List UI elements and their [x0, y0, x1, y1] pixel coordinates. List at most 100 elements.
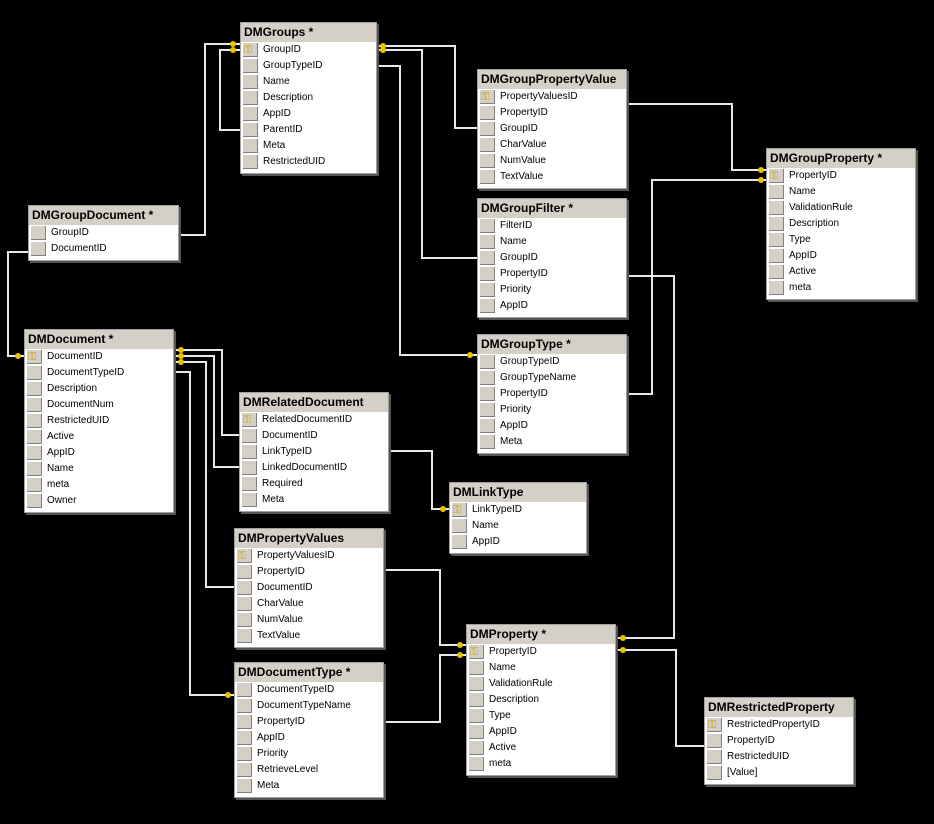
- row-selector[interactable]: [27, 366, 42, 380]
- row-selector[interactable]: [769, 185, 784, 199]
- table-title[interactable]: DMRelatedDocument: [240, 393, 388, 412]
- column-row[interactable]: Active: [467, 740, 615, 756]
- row-selector[interactable]: [480, 170, 495, 184]
- column-row[interactable]: RestrictedUID: [705, 749, 853, 765]
- row-selector[interactable]: [242, 445, 257, 459]
- column-row[interactable]: CharValue: [235, 596, 383, 612]
- row-selector[interactable]: [480, 90, 495, 104]
- column-row[interactable]: meta: [25, 477, 173, 493]
- column-row[interactable]: AppID: [467, 724, 615, 740]
- row-selector[interactable]: [243, 155, 258, 169]
- column-row[interactable]: NumValue: [235, 612, 383, 628]
- row-selector[interactable]: [480, 106, 495, 120]
- column-row[interactable]: DocumentTypeID: [25, 365, 173, 381]
- column-row[interactable]: Priority: [478, 282, 626, 298]
- column-row[interactable]: ParentID: [241, 122, 376, 138]
- row-selector[interactable]: [243, 59, 258, 73]
- column-row[interactable]: TextValue: [478, 169, 626, 185]
- column-row[interactable]: DocumentID: [235, 580, 383, 596]
- column-row[interactable]: Active: [25, 429, 173, 445]
- column-row[interactable]: Meta: [478, 434, 626, 450]
- table-title[interactable]: DMLinkType: [450, 483, 586, 502]
- column-row[interactable]: Required: [240, 476, 388, 492]
- column-row[interactable]: DocumentID: [240, 428, 388, 444]
- column-row[interactable]: Description: [767, 216, 915, 232]
- column-row[interactable]: AppID: [478, 298, 626, 314]
- column-row[interactable]: ⚿PropertyID: [467, 644, 615, 660]
- row-selector[interactable]: [31, 242, 46, 256]
- row-selector[interactable]: [707, 734, 722, 748]
- row-selector[interactable]: [469, 709, 484, 723]
- row-selector[interactable]: [480, 267, 495, 281]
- table-title[interactable]: DMGroupProperty *: [767, 149, 915, 168]
- column-row[interactable]: Name: [478, 234, 626, 250]
- row-selector[interactable]: [769, 217, 784, 231]
- column-row[interactable]: Priority: [235, 746, 383, 762]
- column-row[interactable]: Active: [767, 264, 915, 280]
- column-row[interactable]: PropertyID: [235, 714, 383, 730]
- row-selector[interactable]: [769, 249, 784, 263]
- row-selector[interactable]: [469, 693, 484, 707]
- row-selector[interactable]: [27, 398, 42, 412]
- row-selector[interactable]: [237, 613, 252, 627]
- column-row[interactable]: Name: [25, 461, 173, 477]
- column-row[interactable]: DocumentID: [29, 241, 178, 257]
- column-row[interactable]: Type: [767, 232, 915, 248]
- table-title[interactable]: DMGroups *: [241, 23, 376, 42]
- row-selector[interactable]: [237, 629, 252, 643]
- row-selector[interactable]: [707, 718, 722, 732]
- row-selector[interactable]: [480, 235, 495, 249]
- row-selector[interactable]: [769, 281, 784, 295]
- row-selector[interactable]: [707, 766, 722, 780]
- column-row[interactable]: PropertyID: [705, 733, 853, 749]
- row-selector[interactable]: [242, 477, 257, 491]
- row-selector[interactable]: [480, 122, 495, 136]
- row-selector[interactable]: [243, 91, 258, 105]
- row-selector[interactable]: [480, 154, 495, 168]
- column-row[interactable]: AppID: [25, 445, 173, 461]
- column-row[interactable]: LinkTypeID: [240, 444, 388, 460]
- column-row[interactable]: Priority: [478, 402, 626, 418]
- row-selector[interactable]: [27, 350, 42, 364]
- column-row[interactable]: AppID: [767, 248, 915, 264]
- column-row[interactable]: DocumentTypeID: [235, 682, 383, 698]
- column-row[interactable]: GroupTypeName: [478, 370, 626, 386]
- column-row[interactable]: DocumentNum: [25, 397, 173, 413]
- column-row[interactable]: AppID: [241, 106, 376, 122]
- row-selector[interactable]: [769, 201, 784, 215]
- column-row[interactable]: GroupID: [29, 225, 178, 241]
- row-selector[interactable]: [469, 757, 484, 771]
- row-selector[interactable]: [480, 403, 495, 417]
- table-dmrestrictedproperty[interactable]: DMRestrictedProperty⚿RestrictedPropertyI…: [704, 697, 854, 785]
- row-selector[interactable]: [237, 715, 252, 729]
- column-row[interactable]: PropertyID: [478, 105, 626, 121]
- row-selector[interactable]: [480, 219, 495, 233]
- row-selector[interactable]: [27, 414, 42, 428]
- row-selector[interactable]: [27, 462, 42, 476]
- column-row[interactable]: meta: [767, 280, 915, 296]
- row-selector[interactable]: [480, 299, 495, 313]
- table-title[interactable]: DMRestrictedProperty: [705, 698, 853, 717]
- row-selector[interactable]: [242, 493, 257, 507]
- row-selector[interactable]: [237, 731, 252, 745]
- row-selector[interactable]: [237, 581, 252, 595]
- column-row[interactable]: Description: [467, 692, 615, 708]
- table-title[interactable]: DMGroupDocument *: [29, 206, 178, 225]
- row-selector[interactable]: [237, 779, 252, 793]
- column-row[interactable]: GroupID: [478, 250, 626, 266]
- table-title[interactable]: DMDocument *: [25, 330, 173, 349]
- column-row[interactable]: ⚿RestrictedPropertyID: [705, 717, 853, 733]
- column-row[interactable]: AppID: [450, 534, 586, 550]
- row-selector[interactable]: [243, 75, 258, 89]
- row-selector[interactable]: [480, 355, 495, 369]
- row-selector[interactable]: [243, 107, 258, 121]
